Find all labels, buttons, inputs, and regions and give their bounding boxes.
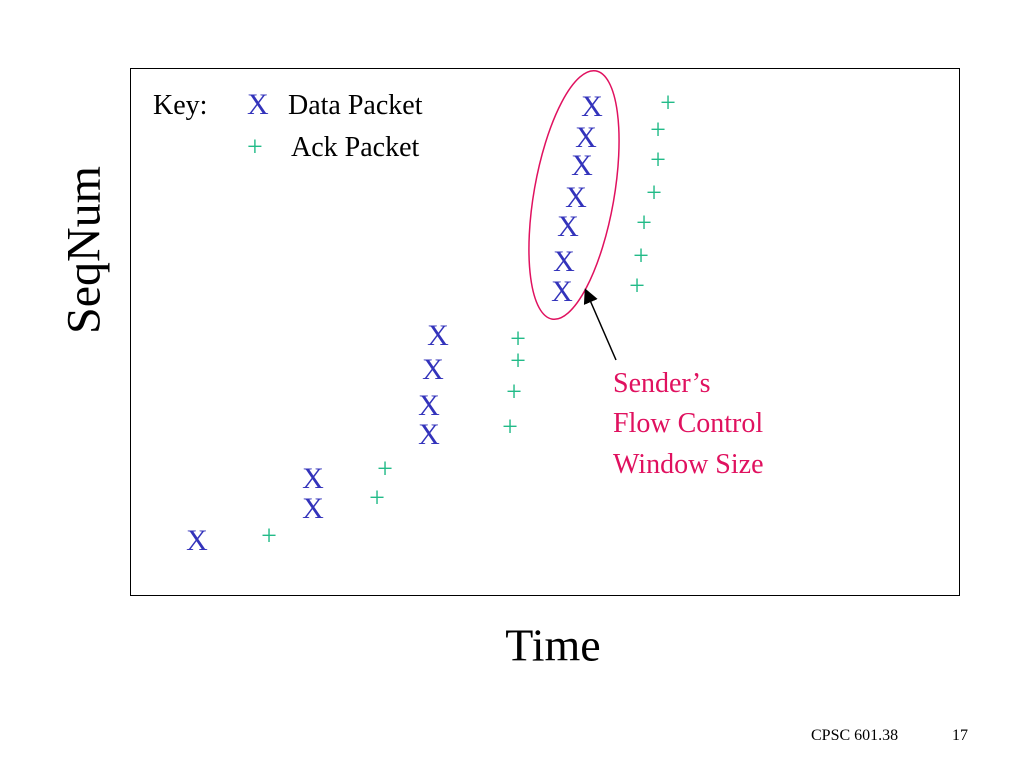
key-label: Key: (153, 90, 207, 121)
data-packet-mark-12: X (571, 149, 593, 182)
window-ellipse (528, 69, 620, 321)
callout-line-1: Sender’s (613, 368, 710, 399)
ack-packet-mark-8: + (629, 271, 645, 302)
key-data-text: Data Packet (288, 90, 423, 121)
data-packet-mark-7: X (427, 319, 449, 352)
data-packet-mark-5: X (418, 389, 440, 422)
ack-packet-mark-4: + (502, 412, 518, 443)
ack-packet-mark-1: + (261, 521, 277, 552)
data-packet-mark-6: X (422, 353, 444, 386)
data-packet-mark-13: X (575, 121, 597, 154)
ack-packet-mark-14: + (660, 88, 676, 119)
plot-frame (130, 68, 960, 596)
data-packet-mark-8: X (551, 275, 573, 308)
x-axis-label: Time (505, 619, 601, 671)
key-ack-text: Ack Packet (291, 132, 420, 163)
callout-line-3: Window Size (613, 449, 764, 480)
ack-packet-mark-2: + (369, 483, 385, 514)
data-packet-mark-2: X (302, 462, 324, 495)
callout-line-2: Flow Control (613, 408, 763, 439)
data-packet-mark-4: X (418, 418, 440, 451)
data-packet-mark-9: X (553, 245, 575, 278)
footer-course: CPSC 601.38 (811, 727, 899, 744)
ack-packet-mark-12: + (650, 145, 666, 176)
ack-packet-mark-9: + (633, 241, 649, 272)
ack-packet-mark-5: + (506, 377, 522, 408)
key-data-symbol: X (247, 88, 269, 121)
ack-packet-mark-13: + (650, 115, 666, 146)
ack-packet-mark-3: + (377, 454, 393, 485)
data-packet-mark-10: X (557, 210, 579, 243)
footer-page-number: 17 (952, 727, 968, 744)
data-packet-mark-14: X (581, 90, 603, 123)
ack-packet-mark-7: + (510, 324, 526, 355)
callout-arrow (583, 288, 617, 361)
data-packet-mark-11: X (565, 181, 587, 214)
key-ack-symbol: + (247, 132, 263, 163)
ack-packet-mark-6: + (510, 346, 526, 377)
ack-packet-mark-10: + (636, 208, 652, 239)
data-packet-mark-1: X (186, 524, 208, 557)
ack-packet-mark-11: + (646, 178, 662, 209)
data-packet-mark-3: X (302, 492, 324, 525)
